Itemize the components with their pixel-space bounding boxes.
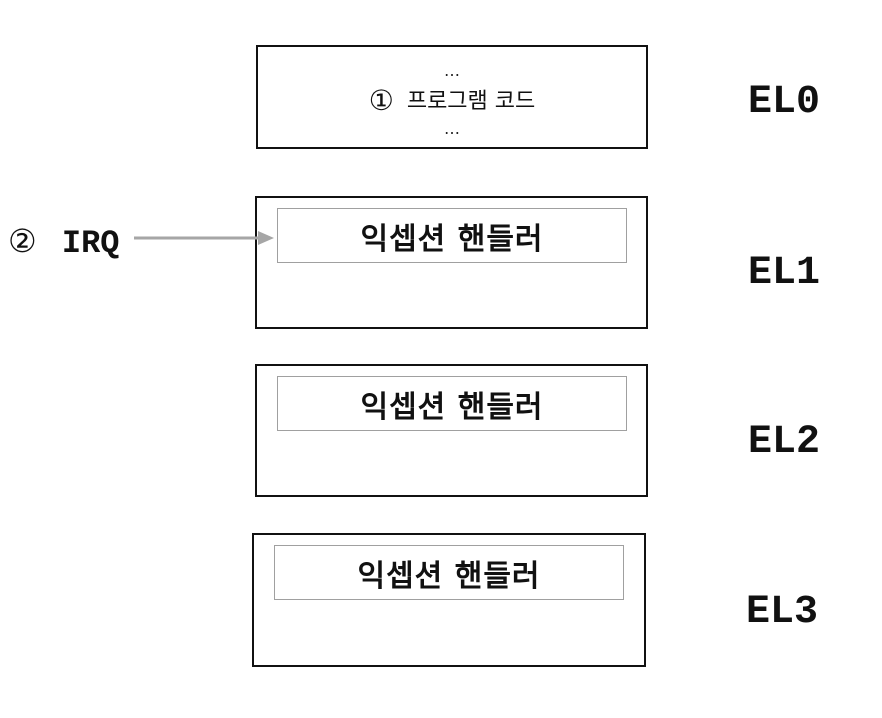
irq-text: IRQ [61,225,120,262]
el1-exception-handler: 익셉션 핸들러 [277,208,627,263]
el2-box: 익셉션 핸들러 [255,364,648,497]
el0-box: … ① 프로그램 코드 … [256,45,648,149]
el1-label: EL1 [748,251,821,296]
ellipsis-bottom: … [444,119,460,138]
el1-box: 익셉션 핸들러 [255,196,648,329]
el2-exception-handler: 익셉션 핸들러 [277,376,627,431]
el3-box: 익셉션 핸들러 [252,533,646,667]
irq-label: ② IRQ [8,222,120,262]
step-2-marker: ② [8,222,37,260]
program-code-label: ① 프로그램 코드 [258,83,646,117]
ellipsis-top: … [444,61,460,80]
irq-arrow-head [258,231,274,245]
program-code-text: 프로그램 코드 [406,89,536,114]
step-1-marker: ① [368,84,394,117]
el0-label: EL0 [748,80,821,125]
el3-exception-handler: 익셉션 핸들러 [274,545,624,600]
el2-label: EL2 [748,420,821,465]
el3-label: EL3 [746,590,819,635]
